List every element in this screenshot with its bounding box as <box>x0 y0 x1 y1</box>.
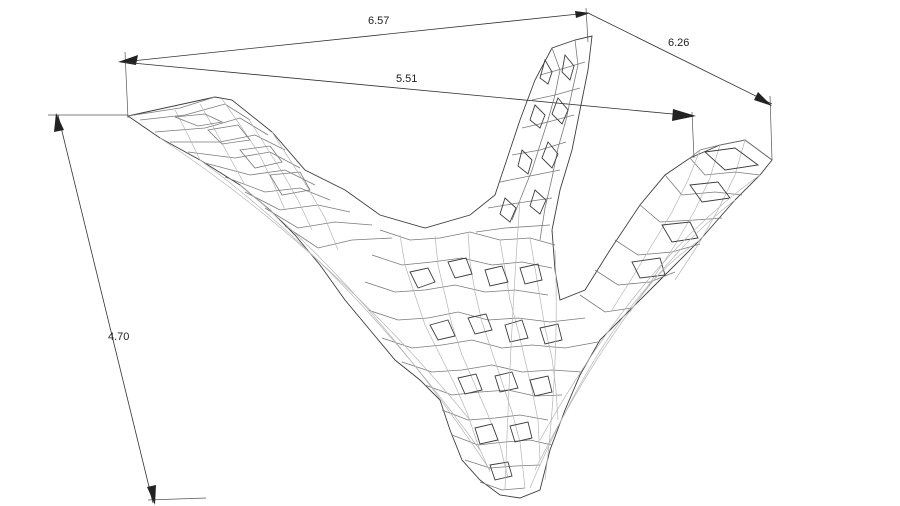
dimension-line-mid-width <box>121 61 695 117</box>
dimension-line-top-width <box>121 12 589 63</box>
extension-line-mid-right <box>691 111 695 159</box>
arrow-head <box>754 92 772 106</box>
dimension-line-depth <box>587 12 773 105</box>
arrow-head <box>575 11 590 18</box>
surface-curves <box>159 137 761 491</box>
dimension-lines <box>48 7 773 505</box>
lattice-structure <box>126 35 773 499</box>
dimension-label-top-width: 6.57 <box>368 15 390 27</box>
arrow-head <box>54 113 64 132</box>
left-arm-mesh <box>127 96 393 251</box>
extension-line-height-bottom <box>147 497 207 501</box>
base-mesh <box>364 229 599 491</box>
arrow-head <box>118 55 138 65</box>
dimension-label-depth: 6.26 <box>668 37 690 49</box>
arrow-head <box>672 109 696 121</box>
arrow-head <box>147 485 156 505</box>
center-spire-mesh <box>475 39 586 241</box>
dimension-line-height <box>57 114 154 504</box>
dimension-label-mid-width: 5.51 <box>396 73 418 85</box>
dimension-label-height: 4.70 <box>108 331 130 343</box>
extension-line-right <box>769 95 773 161</box>
right-arm-mesh <box>579 139 773 313</box>
